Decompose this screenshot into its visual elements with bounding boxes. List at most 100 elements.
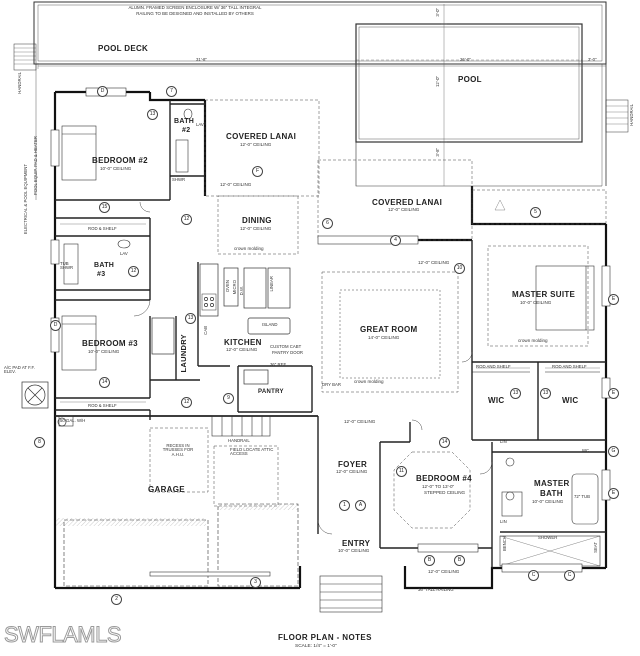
garage-wall-hatch-2 [218, 504, 298, 510]
marker-5: 5 [530, 207, 541, 218]
kitchen-ceiling: 12'-0" CEILING [226, 347, 258, 352]
kitchen-cab: CAB [203, 326, 208, 335]
master-suite-label: MASTER SUITE [512, 290, 576, 299]
entry-label: ENTRY [342, 539, 371, 548]
ac-unit [21, 381, 67, 427]
dimension-lines [37, 4, 606, 186]
bath3-label: BATH [94, 262, 115, 269]
great-room-label: GREAT ROOM [360, 325, 418, 334]
bedroom4-ceiling-2: STEPPED CEILING [424, 490, 466, 495]
marker-C-1: C [528, 570, 539, 581]
marker-A: A [355, 500, 366, 511]
covered-lanai-2-ceiling: 12'-0" CEILING [388, 207, 420, 212]
dry-bar-note: DRY BAR [322, 382, 341, 387]
marker-10: 10 [454, 263, 465, 274]
marker-14a: 14 [99, 377, 110, 388]
bedroom2-label: BEDROOM #2 [92, 156, 148, 165]
foyer-ceiling: 12'-0" CEILING [336, 469, 368, 474]
marker-8: 8 [34, 437, 45, 448]
bedroom3-ceiling: 10'-0" CEILING [88, 349, 120, 354]
pantry-label: PANTRY [258, 389, 284, 395]
pool-equipment-note: POOL EQUIP. PAD & HEATER [33, 136, 38, 196]
wic1-label: WIC [488, 396, 505, 405]
plan-title: FLOOR PLAN - NOTES [278, 633, 372, 642]
dim-pool-height: 12'-0" [435, 76, 440, 87]
ceiling-note-c: 12'-0" CEILING [344, 419, 376, 424]
marker-13c: 13 [510, 388, 521, 399]
marker-D-top: D [97, 86, 108, 97]
bedroom3-label: BEDROOM #3 [82, 339, 138, 348]
dining-note: crown molding [234, 246, 264, 251]
laundry-label: LAUNDRY [179, 334, 188, 373]
rod-shelf-4: ROD AND SHELF [552, 364, 587, 369]
dining-label: DINING [242, 216, 272, 225]
bedroom2-ceiling: 10'-0" CEILING [100, 166, 132, 171]
rod-shelf-1: ROD & SHELF [88, 226, 117, 231]
marker-14b: 14 [439, 437, 450, 448]
kitchen-dw: D.W. [239, 286, 244, 296]
ac-pad-note: A/C PAD AT F.F. ELEV. [4, 365, 35, 375]
pool-label: POOL [458, 75, 482, 84]
lin-note-1: LIN [500, 439, 507, 444]
dim-pool-top: 3'-0" [435, 8, 440, 17]
master-bath-ceiling: 10'-0" CEILING [532, 499, 564, 504]
great-room-note: crown molding [354, 379, 384, 384]
marker-12a: 12 [181, 214, 192, 225]
bath2-lav: LAV [196, 122, 204, 127]
ceiling-outlines [149, 99, 607, 529]
marker-6: 6 [322, 218, 333, 229]
rod-shelf-2: ROD & SHELF [88, 403, 117, 408]
ceiling-note-b: 12'-0" CEILING [418, 260, 450, 265]
covered-lanai-1-label: COVERED LANAI [226, 132, 297, 141]
covered-lanai-2-label: COVERED LANAI [372, 198, 443, 207]
water-heater-note: 50 GAL. W/H [60, 418, 86, 423]
ref-note: 36" REF. [270, 362, 287, 367]
marker-11: 11 [396, 466, 407, 477]
pool-outline [355, 23, 602, 187]
marker-G: G [608, 446, 619, 457]
marker-F: F [252, 166, 263, 177]
bath2-shower: SHWR [172, 177, 186, 182]
wic2-label: WIC [562, 396, 579, 405]
bath3-tub: TUB SHWR [60, 261, 74, 271]
marker-13a: 13 [147, 109, 158, 120]
recess-note: RECESS IN TRUSSES FOR A.H.U. [162, 443, 194, 457]
bath2-number: #2 [182, 127, 191, 134]
marker-B-2: B [454, 555, 465, 566]
marker-7: 7 [166, 86, 177, 97]
marker-1: 1 [339, 500, 350, 511]
marker-4: 4 [390, 235, 401, 246]
bath3-lav: LAV [120, 251, 128, 256]
dim-pool-width: 26'-0" [460, 57, 471, 62]
marker-9: 9 [223, 393, 234, 404]
pool-deck-enclosure [13, 1, 629, 200]
dim-deck: 31'-8" [196, 57, 207, 62]
garage-stairs [58, 415, 271, 437]
interior-walls [55, 100, 606, 568]
tub-note: 72" TUB [574, 494, 591, 499]
electrical-equipment-note: ELECTRICAL & POOL EQUIPMENT [23, 164, 28, 235]
marker-E-2: E [608, 388, 619, 399]
railing-note: 36" TALL RAILING [418, 587, 454, 592]
rod-shelf-3: ROD AND SHELF [476, 364, 511, 369]
wc-note: WC [582, 448, 590, 453]
covered-lanai-1-ceiling: 12'-0" CEILING [240, 142, 272, 147]
custom-cabinet-note: CUSTOM CABT [270, 344, 302, 349]
handrail-left: HANDRAIL [17, 72, 22, 94]
dim-pool-right: 3'-0" [588, 57, 597, 62]
bedroom4-label: BEDROOM #4 [416, 474, 472, 483]
marker-C-2: C [564, 570, 575, 581]
pool-deck-label: POOL DECK [98, 44, 149, 53]
marker-E-3: E [608, 488, 619, 499]
master-bath-label-2: BATH [540, 489, 563, 498]
handrail-right: HANDRAIL [629, 104, 634, 126]
watermark-logo: SWFLAMLS [3, 622, 122, 648]
marker-B-1: B [424, 555, 435, 566]
entry-ceiling: 10'-0" CEILING [338, 548, 370, 553]
handrail-stair-note: HANDRAIL [228, 438, 250, 443]
kitchen-oven: OVEN [225, 280, 230, 293]
marker-2: 2 [111, 594, 122, 605]
master-bath-label: MASTER [534, 479, 570, 488]
door-swings [133, 201, 493, 535]
